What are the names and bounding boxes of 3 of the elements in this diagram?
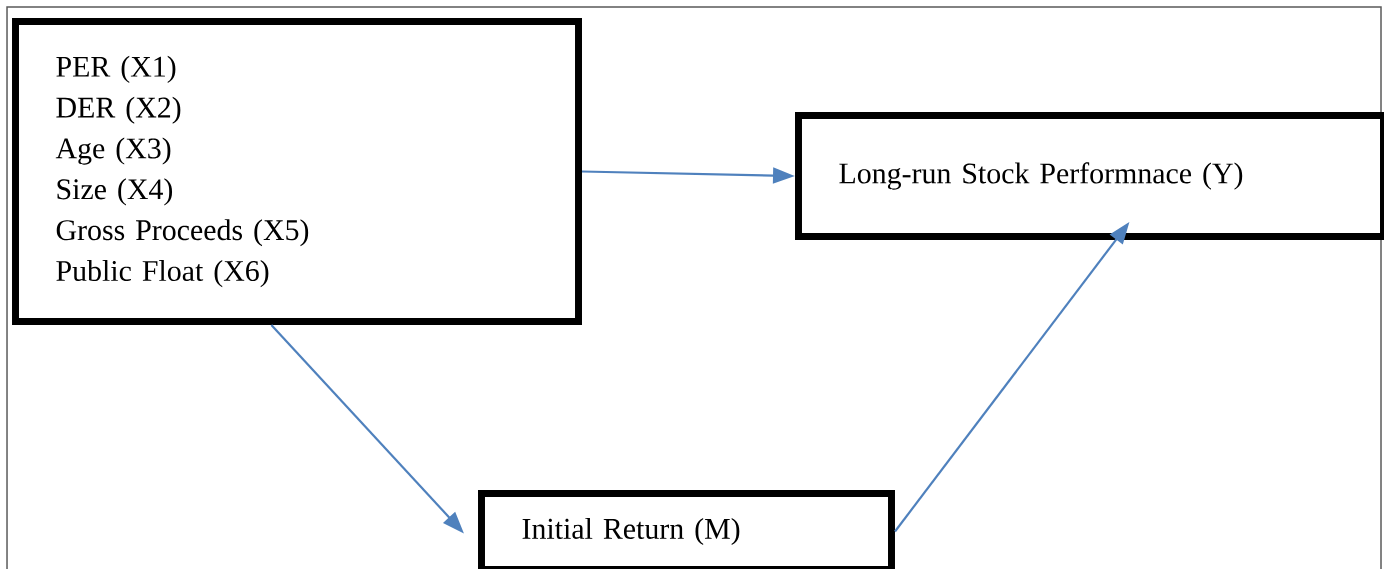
variable-box: Long-run Stock Performnace (Y) xyxy=(795,112,1384,240)
variable-box: PER (X1) DER (X2) Age (X3) Size (X4) Gross Proceeds (X5) Public Float (X6) xyxy=(12,18,582,325)
variable-box: Initial Return (M) xyxy=(478,490,895,569)
